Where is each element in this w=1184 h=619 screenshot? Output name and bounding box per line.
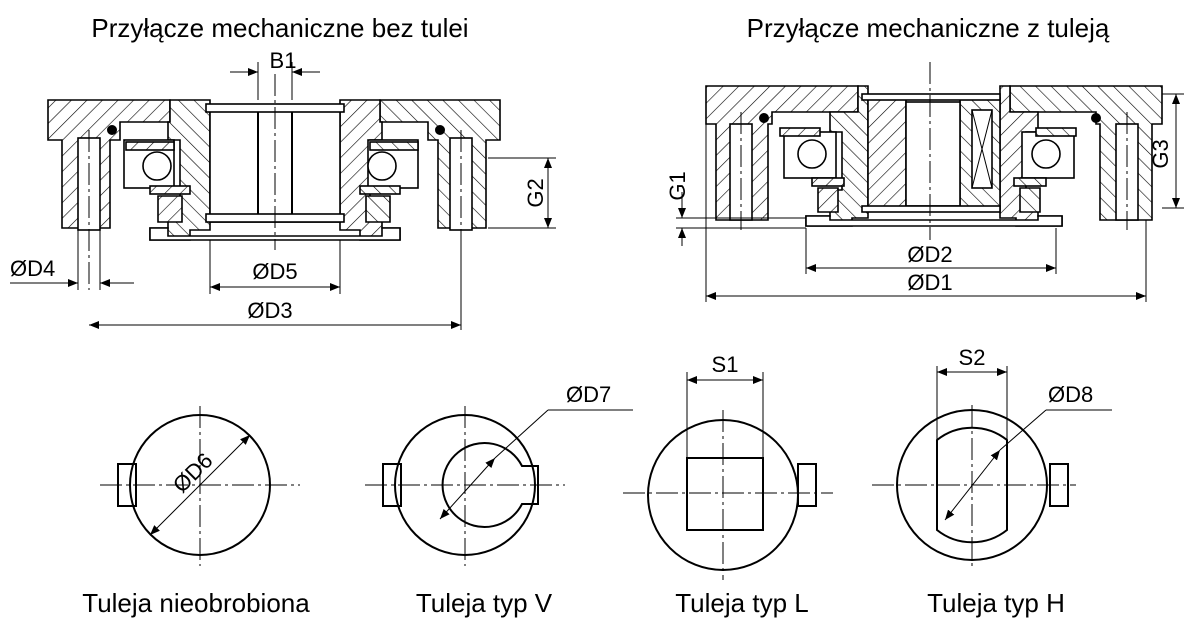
dim-d7: ØD7 bbox=[566, 382, 611, 407]
sleeve-type-v-view: ØD7 bbox=[365, 382, 633, 566]
dim-d8: ØD8 bbox=[1048, 382, 1093, 407]
caption-type-h: Tuleja typ H bbox=[927, 588, 1065, 618]
section-with-sleeve bbox=[705, 62, 1163, 240]
dim-g1: G1 bbox=[665, 171, 690, 200]
title-without-sleeve: Przyłącze mechaniczne bez tulei bbox=[91, 13, 468, 43]
title-with-sleeve: Przyłącze mechaniczne z tuleją bbox=[747, 13, 1110, 43]
caption-type-v: Tuleja typ V bbox=[416, 588, 553, 618]
dim-d4: ØD4 bbox=[10, 256, 55, 281]
dimensions-left: B1 G2 ØD4 ØD5 ØD3 bbox=[10, 48, 556, 330]
dimensions-right: G1 G3 ØD2 ØD1 bbox=[665, 93, 1184, 302]
dim-s2: S2 bbox=[959, 345, 986, 370]
caption-raw: Tuleja nieobrobiona bbox=[82, 588, 310, 618]
dim-d3: ØD3 bbox=[247, 298, 292, 323]
dim-g2: G2 bbox=[523, 178, 548, 207]
section-without-sleeve bbox=[47, 74, 501, 290]
sleeve-raw-view: ØD6 bbox=[100, 406, 300, 566]
caption-type-l: Tuleja typ L bbox=[675, 588, 808, 618]
dim-d2: ØD2 bbox=[907, 242, 952, 267]
dim-b1: B1 bbox=[270, 48, 297, 73]
sleeve-type-l-view: S1 bbox=[623, 352, 833, 580]
dim-s1: S1 bbox=[712, 352, 739, 377]
dim-d5: ØD5 bbox=[252, 259, 297, 284]
dim-d1: ØD1 bbox=[907, 270, 952, 295]
sleeve-type-h-view: S2 ØD8 bbox=[872, 345, 1112, 566]
dim-d6: ØD6 bbox=[168, 448, 218, 498]
dim-g3: G3 bbox=[1148, 139, 1173, 168]
